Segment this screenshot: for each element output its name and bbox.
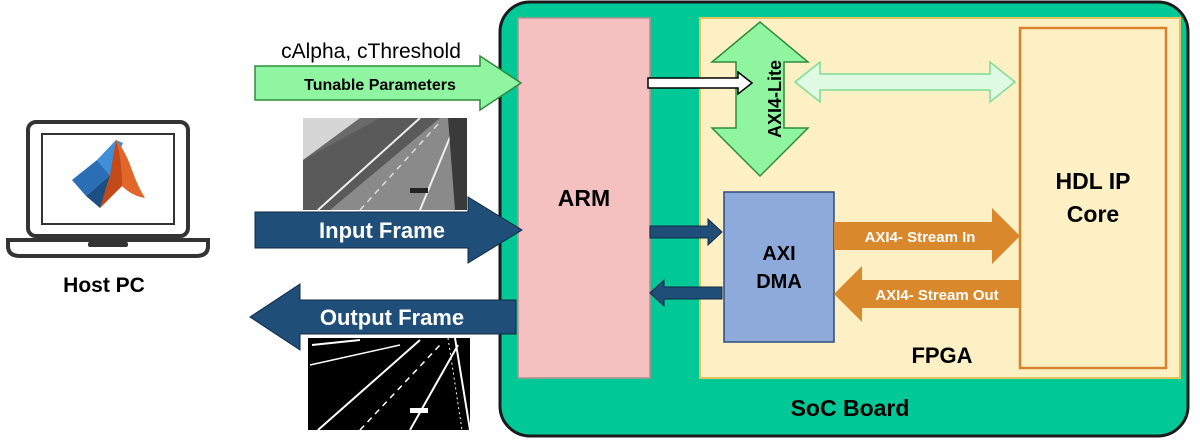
stream-in-arrow [834,208,1020,264]
hdl-ip-core-label-line1: HDL IP [1056,168,1131,194]
arm-block [517,17,651,379]
host-pc-label: Host PC [63,274,145,297]
axi-lite-label: AXI4-Lite [765,60,785,138]
matlab-logo-icon [72,140,145,208]
input-frame-label: Input Frame [319,218,445,243]
params-label: cAlpha, cThreshold [281,40,461,63]
axi-dma-block [723,191,835,343]
arm-label: ARM [558,185,610,211]
axi-lite-bus-arrow [709,21,811,178]
hdl-ip-core-block [1018,26,1168,370]
dma-to-arm-arrow [649,278,723,308]
axi-dma-label-line2: DMA [756,271,802,293]
tunable-parameters-label: Tunable Parameters [304,77,456,94]
output-frame-thumbnail [308,337,471,431]
arm-to-dma-arrow [649,217,723,247]
output-frame-label: Output Frame [320,305,464,330]
soc-board-label: SoC Board [791,395,910,421]
input-frame-arrow [254,196,523,264]
stream-out-arrow [834,266,1020,322]
stream-in-label: AXI4- Stream In [865,229,976,246]
axi-lite-to-hdl-arrow [793,60,1017,104]
tunable-parameters-arrow [254,54,523,112]
hdl-ip-core-label-line2: Core [1067,201,1119,227]
input-frame-thumbnail [303,117,467,211]
stream-out-label: AXI4- Stream Out [875,287,998,304]
axi-dma-label-line1: AXI [762,243,795,265]
fpga-label: FPGA [911,343,972,368]
arm-to-axi-lite-arrow [647,70,754,96]
output-frame-arrow [249,283,517,351]
